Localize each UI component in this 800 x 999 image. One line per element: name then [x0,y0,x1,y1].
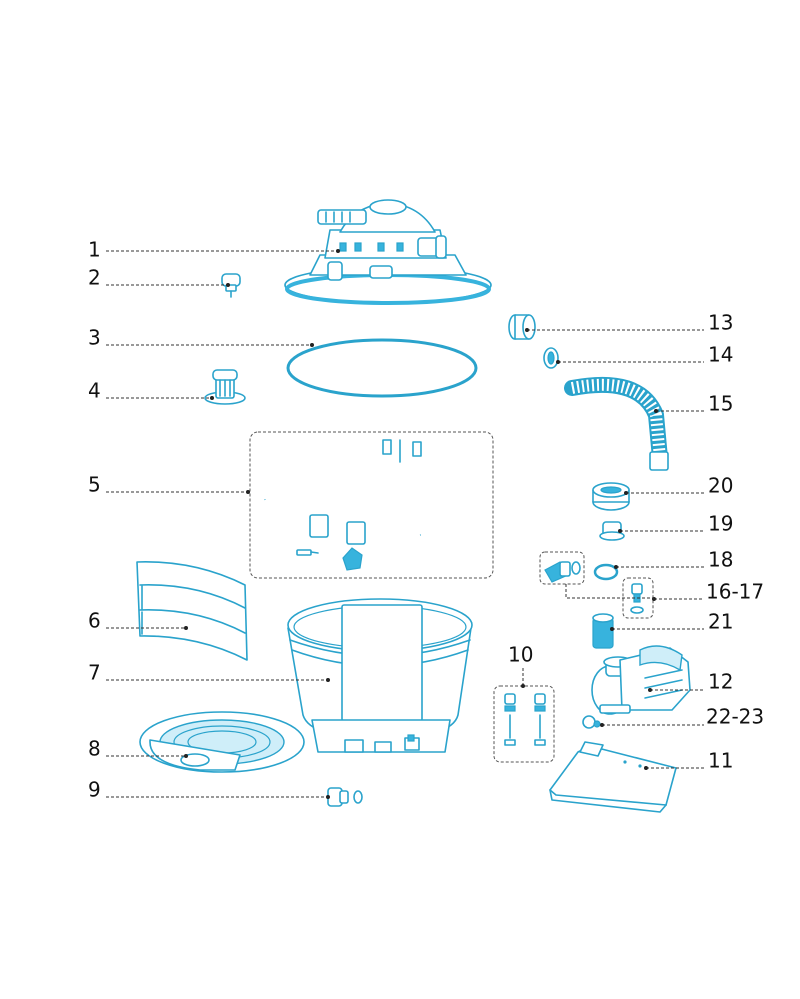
callout-1: 1 [88,238,101,262]
part-1-valve-head [284,199,492,305]
callout-7: 7 [88,661,101,685]
callout-2: 2 [88,266,101,290]
part-5-clamp [262,439,491,571]
callout-12: 12 [708,670,733,694]
callout-labels: 1 2 3 4 5 6 7 8 9 10 11 12 13 14 15 16-1… [88,238,764,802]
callout-22-23: 22-23 [706,705,764,729]
part-12-pump [591,645,691,715]
callout-9: 9 [88,778,101,802]
part-13-hose-adapter [508,314,536,340]
part-8-base-plate [139,711,305,773]
callout-13: 13 [708,311,733,335]
callout-3: 3 [88,326,101,350]
callout-10: 10 [508,643,533,667]
part-10-bolts [504,693,546,746]
part-7-tank-body [287,598,473,753]
part-15-hose [564,376,669,471]
part-9-drain-plug [327,787,363,807]
part-20-lid [592,482,630,511]
part-19-connector [599,521,625,541]
leader-lines [106,249,704,799]
callout-14: 14 [708,343,733,367]
part-2-air-release-cap [221,273,241,298]
callout-16-17: 16-17 [706,580,764,604]
part-18-fitting [544,561,581,583]
callout-8: 8 [88,737,101,761]
callout-18: 18 [708,548,733,572]
part-14-hose-clamp [543,347,559,369]
callout-20: 20 [708,474,733,498]
callout-15: 15 [708,392,733,416]
part-16-17-drain-valve [630,583,644,614]
part-4-pressure-valve [204,369,246,405]
part-3-o-ring [286,338,478,398]
callout-11: 11 [708,749,733,773]
part-18-o-ring [593,563,619,581]
callout-4: 4 [88,379,101,403]
part-21-sleeve [592,613,614,649]
part-6-lateral-panel [136,561,248,661]
part-18-fitting-group-box [539,551,585,585]
part-5-group-box [249,431,494,579]
callout-21: 21 [708,610,733,634]
callout-6: 6 [88,609,101,633]
callout-19: 19 [708,512,733,536]
part-11-pump-base [549,741,677,813]
callout-5: 5 [88,473,101,497]
part-22-23-screws [582,715,601,729]
